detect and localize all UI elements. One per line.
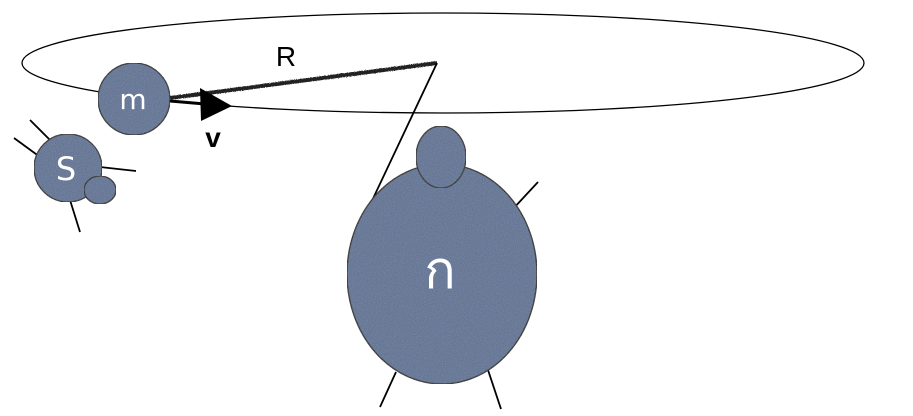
orbiting-mass-m bbox=[97, 62, 171, 136]
radius-label: R bbox=[276, 41, 296, 72]
central-body-label: ก bbox=[424, 241, 455, 301]
central-body bbox=[346, 125, 539, 410]
velocity-label: v bbox=[205, 122, 221, 153]
small-body-s bbox=[13, 119, 137, 233]
small-body-label: S bbox=[56, 150, 76, 188]
velocity-arrow bbox=[169, 88, 232, 121]
orbit-ellipse bbox=[21, 12, 865, 114]
orbiting-mass-label: m bbox=[119, 83, 146, 116]
radius-line bbox=[169, 61, 438, 100]
tether-line bbox=[369, 62, 438, 206]
